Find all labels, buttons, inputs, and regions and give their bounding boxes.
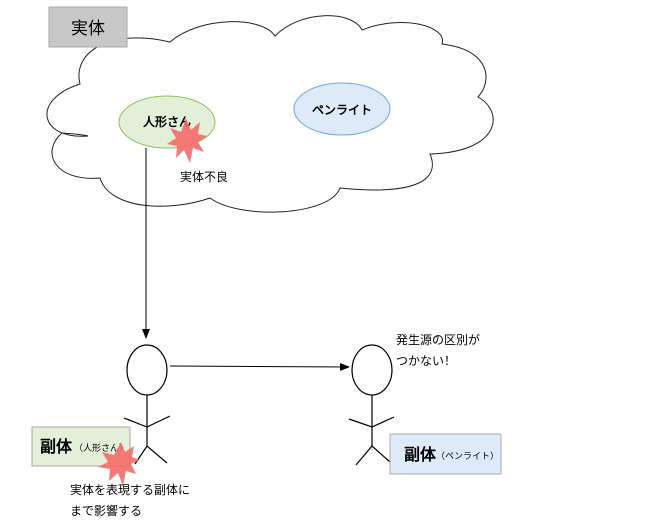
- note-source-line2: つかない！: [396, 354, 456, 368]
- burst-icon: [167, 118, 207, 163]
- entity-label: 実体: [71, 19, 105, 39]
- note-effect-line1: 実体を表現する副体に: [70, 482, 190, 497]
- note-effect-line2: まで影響する: [70, 503, 142, 518]
- penlight-label: ペンライト: [312, 103, 372, 117]
- burst-icon: [98, 442, 140, 486]
- entity-label-box: 実体: [48, 6, 128, 48]
- sub-penlight-sub: （ペンライト）: [436, 451, 499, 462]
- penlight-node: ペンライト: [293, 82, 391, 136]
- doll-label: 人形さん: [143, 114, 191, 129]
- entity-cloud: [46, 15, 494, 213]
- stick-figure-penlight: [348, 344, 395, 466]
- sub-doll-main: 副体: [40, 437, 73, 456]
- right-arrow: [169, 362, 350, 371]
- defect-label: 実体不良: [180, 169, 228, 184]
- sub-penlight-box: 副体 （ペンライト）: [389, 433, 502, 475]
- stick-figure-doll: [123, 344, 171, 465]
- note-source-line1: 発生源の区別が: [396, 332, 480, 347]
- sub-penlight-main: 副体: [404, 445, 437, 464]
- sub-doll-sub: （人形さん）: [74, 442, 128, 454]
